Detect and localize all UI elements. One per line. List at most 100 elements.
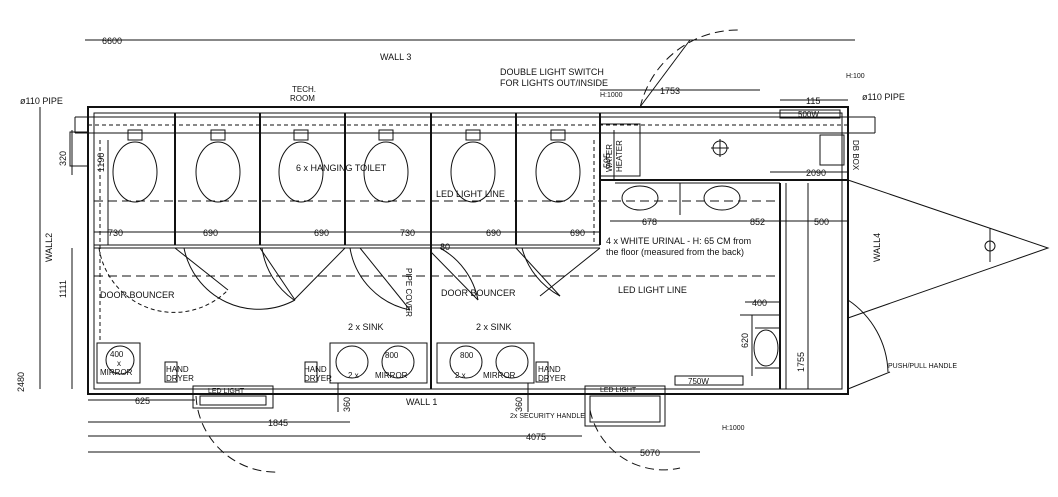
- heater-750w-label: 750W: [688, 377, 709, 386]
- sink-units: [96, 342, 549, 384]
- labels: WALL 3 WALL 1 WALL2 WALL4 ø110 PIPE ø110…: [20, 52, 957, 432]
- sink-basin: [105, 345, 135, 375]
- light-switch-label: FOR LIGHTS OUT/INSIDE: [500, 78, 608, 88]
- security-handle-label: 2x SECURITY HANDLE: [510, 413, 585, 420]
- sink-label: 2 x SINK: [476, 322, 512, 332]
- tech-room-label: TECH.: [292, 85, 316, 94]
- hand-dryer-label: DRYER: [538, 374, 566, 383]
- dimension-value: 360: [514, 397, 524, 412]
- urinal: [753, 329, 779, 367]
- dimension-value: 6600: [102, 36, 122, 46]
- toilet-bowl: [278, 141, 324, 203]
- pipe-right-label: ø110 PIPE: [862, 92, 905, 102]
- dimension-value: 1111: [58, 280, 68, 298]
- led-light-box-label: LED LIGHT: [208, 388, 245, 395]
- mirror-label: 800: [460, 351, 474, 360]
- towbar: [847, 179, 1050, 319]
- sink-basin: [449, 345, 483, 379]
- dimension-value: 500: [814, 217, 829, 227]
- dimension-value: 80: [440, 242, 450, 252]
- wall-left-label: WALL2: [44, 233, 54, 262]
- pipe-cover-label: PIPE COVER: [404, 268, 413, 317]
- wall-right-label: WALL4: [872, 233, 882, 262]
- dimension-value: 115: [806, 96, 820, 106]
- toilet-bowl: [535, 141, 581, 203]
- pipe-left-label: ø110 PIPE: [20, 96, 63, 106]
- hand-dryer-label: HAND: [538, 365, 561, 374]
- light-switch-label: DOUBLE LIGHT SWITCH: [500, 67, 604, 77]
- dimension-value: 690: [314, 228, 329, 238]
- dimension-value: 690: [203, 228, 218, 238]
- dimension-value: 625: [135, 396, 150, 406]
- db-box-label: DB BOX: [851, 140, 860, 171]
- dimension-value: 690: [570, 228, 585, 238]
- door-bouncer-label: DOOR BOUNCER: [100, 290, 175, 300]
- dimension-value: 620: [740, 333, 750, 348]
- dimension-value: 1190: [96, 153, 106, 172]
- mirror-label: MIRROR: [375, 371, 408, 380]
- mirror-label: 400: [110, 350, 124, 359]
- dimension-value: 852: [750, 217, 765, 227]
- urinal-label: 4 x WHITE URINAL - H: 65 CM from: [606, 236, 751, 246]
- led-light-box-left: [192, 385, 274, 409]
- hand-dryer-label: DRYER: [166, 374, 194, 383]
- heater-500w: [779, 109, 841, 119]
- h100-label: H:100: [846, 73, 865, 80]
- hanging-toilet-label: 6 x HANGING TOILET: [296, 163, 387, 173]
- sink-basin: [335, 345, 369, 379]
- dimension-value: 678: [642, 217, 657, 227]
- heater-500w-label: 500W: [798, 110, 819, 119]
- toilet-bowl: [195, 141, 241, 203]
- toilet-bowl: [450, 141, 496, 203]
- sink-basin: [381, 345, 415, 379]
- dimension-value: 730: [400, 228, 415, 238]
- dimension-value: 5070: [640, 448, 660, 458]
- toilet-bowl: [363, 141, 409, 203]
- dimension-value: 400: [752, 298, 767, 308]
- urinals: [621, 185, 780, 369]
- db-box: [819, 134, 845, 166]
- entrance-doors: [195, 29, 891, 473]
- water-heater: [599, 123, 641, 177]
- dimension-value: 690: [486, 228, 501, 238]
- dimension-value: 1753: [660, 86, 680, 96]
- dimension-value: 2480: [16, 372, 26, 392]
- led-light-lines: [94, 140, 780, 340]
- dimension-value: 1845: [268, 418, 288, 428]
- mirror-label: MIRROR: [100, 368, 133, 377]
- toilets: [112, 129, 581, 203]
- wall-bottom-label: WALL 1: [406, 397, 437, 407]
- dimension-value: 4075: [526, 432, 546, 442]
- mirror-label: 800: [385, 351, 399, 360]
- led-light-box-label: LED LIGHT: [600, 387, 637, 394]
- dimension-value: 320: [58, 151, 68, 166]
- h1000-label: H:1000: [722, 425, 745, 432]
- led-line-label: LED LIGHT LINE: [436, 189, 505, 199]
- cubicle-partitions: [94, 113, 848, 389]
- hand-dryer-label: HAND: [304, 365, 327, 374]
- dimension-value: 1755: [796, 352, 806, 372]
- heater-750w: [674, 375, 744, 386]
- push-pull-handle-label: PUSH/PULL HANDLE: [888, 363, 957, 370]
- urinal: [703, 185, 741, 211]
- mirror-label: MIRROR: [483, 371, 516, 380]
- dimension-values: 6600 1753 115 2090 320 1190 595 730 690 …: [16, 36, 829, 458]
- urinal: [621, 185, 659, 211]
- water-heater-label: WATER: [605, 144, 614, 172]
- cubicle-doors: [98, 247, 601, 313]
- water-heater-label: HEATER: [615, 140, 624, 172]
- toilet-bowl: [112, 141, 158, 203]
- led-light-box-right: [584, 385, 666, 427]
- outer-walls: [74, 106, 876, 395]
- dimension-value: 595: [602, 153, 612, 168]
- h1000-label: H:1000: [600, 92, 623, 99]
- wall-top-label: WALL 3: [380, 52, 411, 62]
- fixtures: [69, 109, 845, 427]
- hand-dryer-label: HAND: [166, 365, 189, 374]
- urinal-label: the floor (measured from the back): [606, 247, 744, 257]
- dimension-value: 730: [108, 228, 123, 238]
- mirror-label: 2 x: [348, 371, 359, 380]
- hand-dryer-label: DRYER: [304, 374, 332, 383]
- sink-basin: [495, 345, 529, 379]
